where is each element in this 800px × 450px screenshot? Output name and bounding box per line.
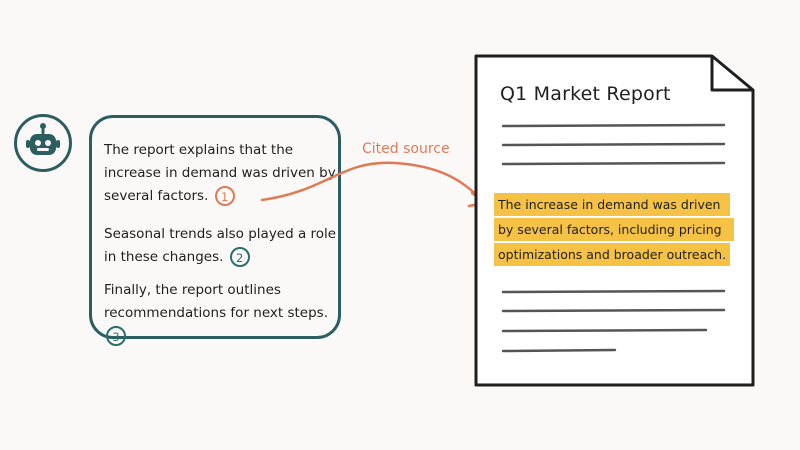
document-fold xyxy=(710,56,753,92)
highlight-line-3: optimizations and broader outreach. xyxy=(494,243,730,266)
answer-paragraph-3-text: Finally, the report outlines recommendat… xyxy=(104,282,329,321)
highlight-line-1: The increase in demand was driven xyxy=(494,193,730,216)
cited-source-label: Cited source xyxy=(362,141,450,157)
answer-paragraph-2: Seasonal trends also played a role in th… xyxy=(104,223,340,269)
document-text-lines-top xyxy=(501,123,726,166)
assistant-avatar xyxy=(14,114,72,172)
highlight-line-2: by several factors, including pricing xyxy=(494,218,734,241)
answer-paragraph-2-text: Seasonal trends also played a role in th… xyxy=(104,226,337,265)
answer-paragraph-3: Finally, the report outlines recommendat… xyxy=(104,279,340,348)
citation-1-badge[interactable]: 1 xyxy=(214,186,235,206)
robot-icon xyxy=(26,123,60,155)
citation-3-badge[interactable]: 3 xyxy=(106,326,126,346)
citation-2-badge[interactable]: 2 xyxy=(229,247,250,267)
arrowhead-icon xyxy=(467,191,487,208)
document-text-lines-bottom xyxy=(501,289,726,353)
answer-card xyxy=(89,115,341,339)
highlighted-excerpt: The increase in demand was driven by sev… xyxy=(494,191,734,268)
report-title: Q1 Market Report xyxy=(500,83,671,105)
answer-paragraph-1: The report explains that the increase in… xyxy=(104,139,340,208)
